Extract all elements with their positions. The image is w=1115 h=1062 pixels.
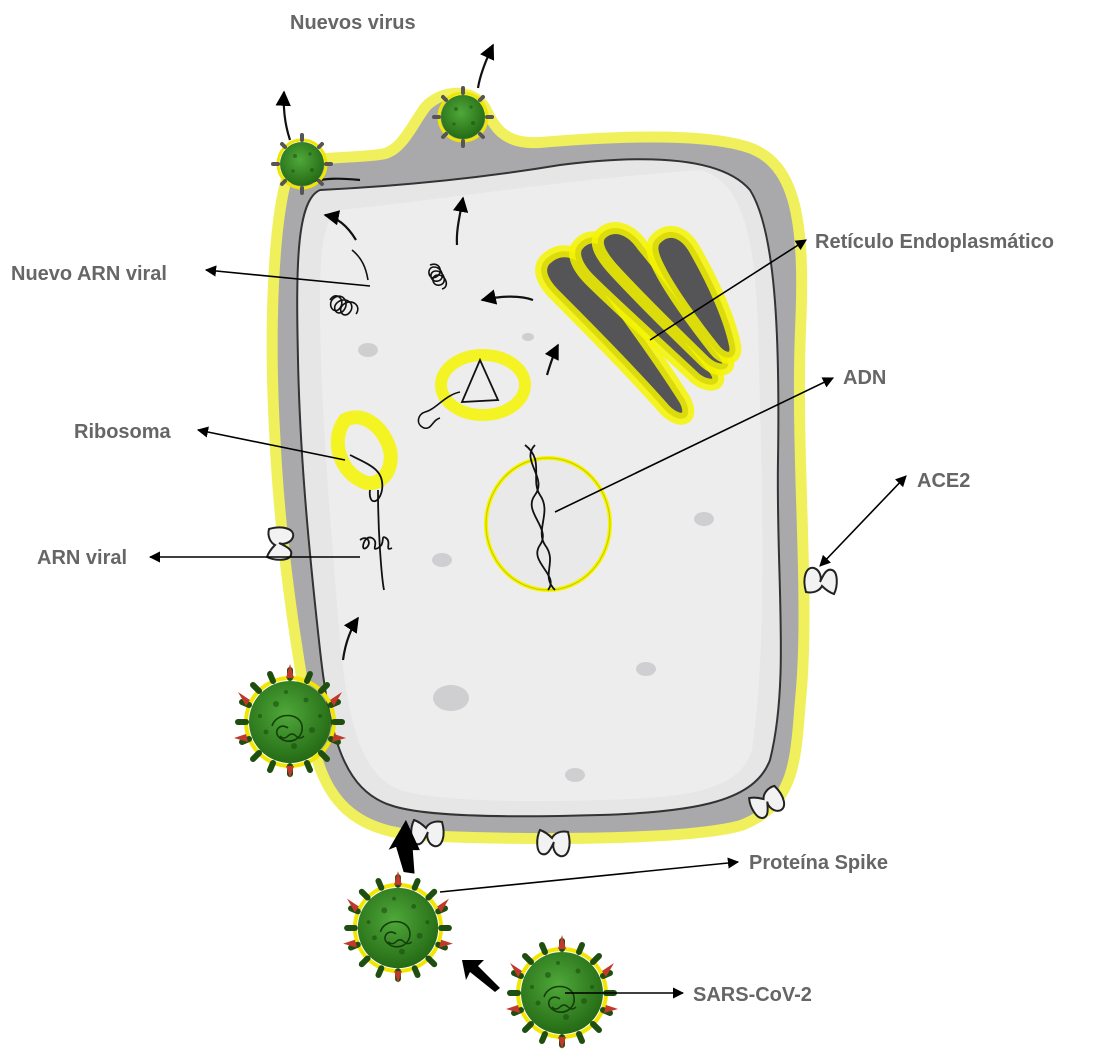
new-virus-left: [273, 135, 331, 193]
label-ribosome: Ribosoma: [74, 421, 172, 443]
new-virus-right: [434, 88, 492, 146]
label-spike: Proteína Spike: [749, 852, 888, 874]
label-sars-cov-2: SARS-CoV-2: [693, 984, 812, 1006]
label-viral-rna: ARN viral: [37, 547, 127, 569]
virus-sars-cov-2: [506, 935, 618, 1049]
label-dna: ADN: [843, 367, 886, 389]
label-new-virus: Nuevos virus: [290, 12, 416, 34]
label-ace2: ACE2: [917, 470, 970, 492]
virus-spike: [343, 871, 453, 983]
label-er: Retículo Endoplasmático: [815, 231, 1054, 253]
label-new-viral-rna: Nuevo ARN viral: [11, 263, 167, 285]
